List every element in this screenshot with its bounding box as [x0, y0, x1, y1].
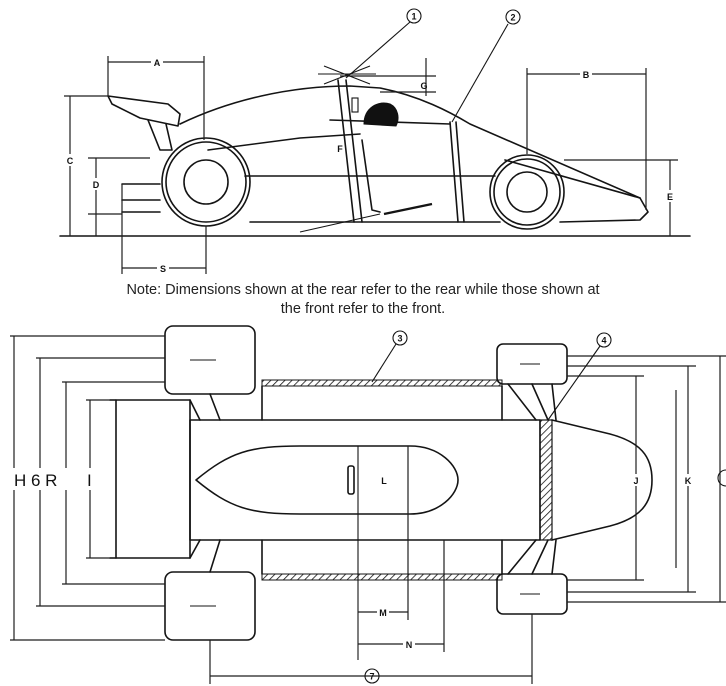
dimension-k-label: K [685, 476, 692, 486]
rear-wing [107, 95, 181, 127]
dimension-c-label: C [67, 156, 74, 166]
engine-cover [195, 445, 459, 515]
note-line-2: the front refer to the front. [280, 301, 446, 317]
callout-4-number: 4 [601, 336, 606, 346]
callout-7-circle [364, 668, 380, 684]
top-view: L H 6 R I J [10, 325, 726, 684]
callout-4-circle [596, 332, 612, 348]
front-right-suspension [507, 539, 557, 575]
pedal-bar [383, 202, 433, 216]
callout-2-leader [451, 23, 509, 123]
dimension-a-label: A [154, 58, 161, 68]
rear-wing-support [147, 119, 173, 151]
roll-hoop-top-marker [318, 65, 376, 85]
nose-lower-line [504, 159, 641, 199]
helmet-icon [363, 102, 399, 127]
cropped-callout-circle [717, 469, 726, 487]
callout-2-circle [505, 9, 521, 25]
dimension-e-label: E [667, 192, 673, 202]
rear-wheel [161, 137, 251, 227]
dimension-d-label: D [93, 180, 100, 190]
note-line-1: Note: Dimensions shown at the rear refer… [126, 282, 600, 298]
front-wheel [489, 154, 565, 230]
dimension-n-label: N [406, 640, 413, 650]
callout-1-leader [345, 21, 411, 79]
mirror-icon [351, 97, 359, 113]
callout-7-number: 7 [369, 672, 374, 682]
rear-wheel-hub [183, 159, 229, 205]
left-width-labels: H 6 R [14, 471, 57, 490]
callout-1-number: 1 [411, 12, 416, 22]
dimension-s-label: S [160, 264, 166, 274]
body-upper-outline [179, 85, 649, 223]
roll-hoop-line-2 [345, 79, 363, 223]
mirror-top-icon [347, 465, 355, 495]
dimension-b-label: B [583, 70, 590, 80]
front-wheel-inner-rim [493, 158, 561, 226]
floor-brace [299, 213, 381, 233]
dimension-f-label: F [337, 144, 343, 154]
dimension-l-label: L [381, 476, 387, 486]
callout-1-circle [406, 8, 422, 24]
nose-cone [551, 419, 653, 541]
chassis-tub [189, 419, 541, 541]
rear-wing-top [115, 399, 191, 559]
dimension-i-label: I [87, 471, 92, 490]
callout-3-number: 3 [397, 334, 402, 344]
seat-line [361, 139, 381, 213]
sidepod-line [207, 133, 361, 151]
dimension-note: Note: Dimensions shown at the rear refer… [0, 281, 726, 319]
dimension-j-label: J [633, 476, 638, 486]
left-sidepod-hatch [261, 379, 503, 387]
rear-wheel-inner-rim [165, 141, 247, 223]
callout-3-leader [371, 343, 397, 383]
right-sidepod-hatch [261, 573, 503, 581]
callout-3-circle [392, 330, 408, 346]
dimension-g-label: G [420, 81, 427, 91]
front-bulkhead-line [449, 121, 459, 223]
front-bulkhead-hatch [539, 419, 553, 541]
callout-4-leader [547, 345, 601, 421]
front-bulkhead-line-2 [455, 121, 465, 223]
side-view: A B C D E F G [59, 8, 691, 274]
callout-2-number: 2 [510, 13, 515, 23]
dimension-m-label: M [379, 608, 387, 618]
front-left-suspension [507, 383, 557, 421]
roll-hoop-line [337, 79, 355, 223]
front-wheel-hub [506, 171, 548, 213]
